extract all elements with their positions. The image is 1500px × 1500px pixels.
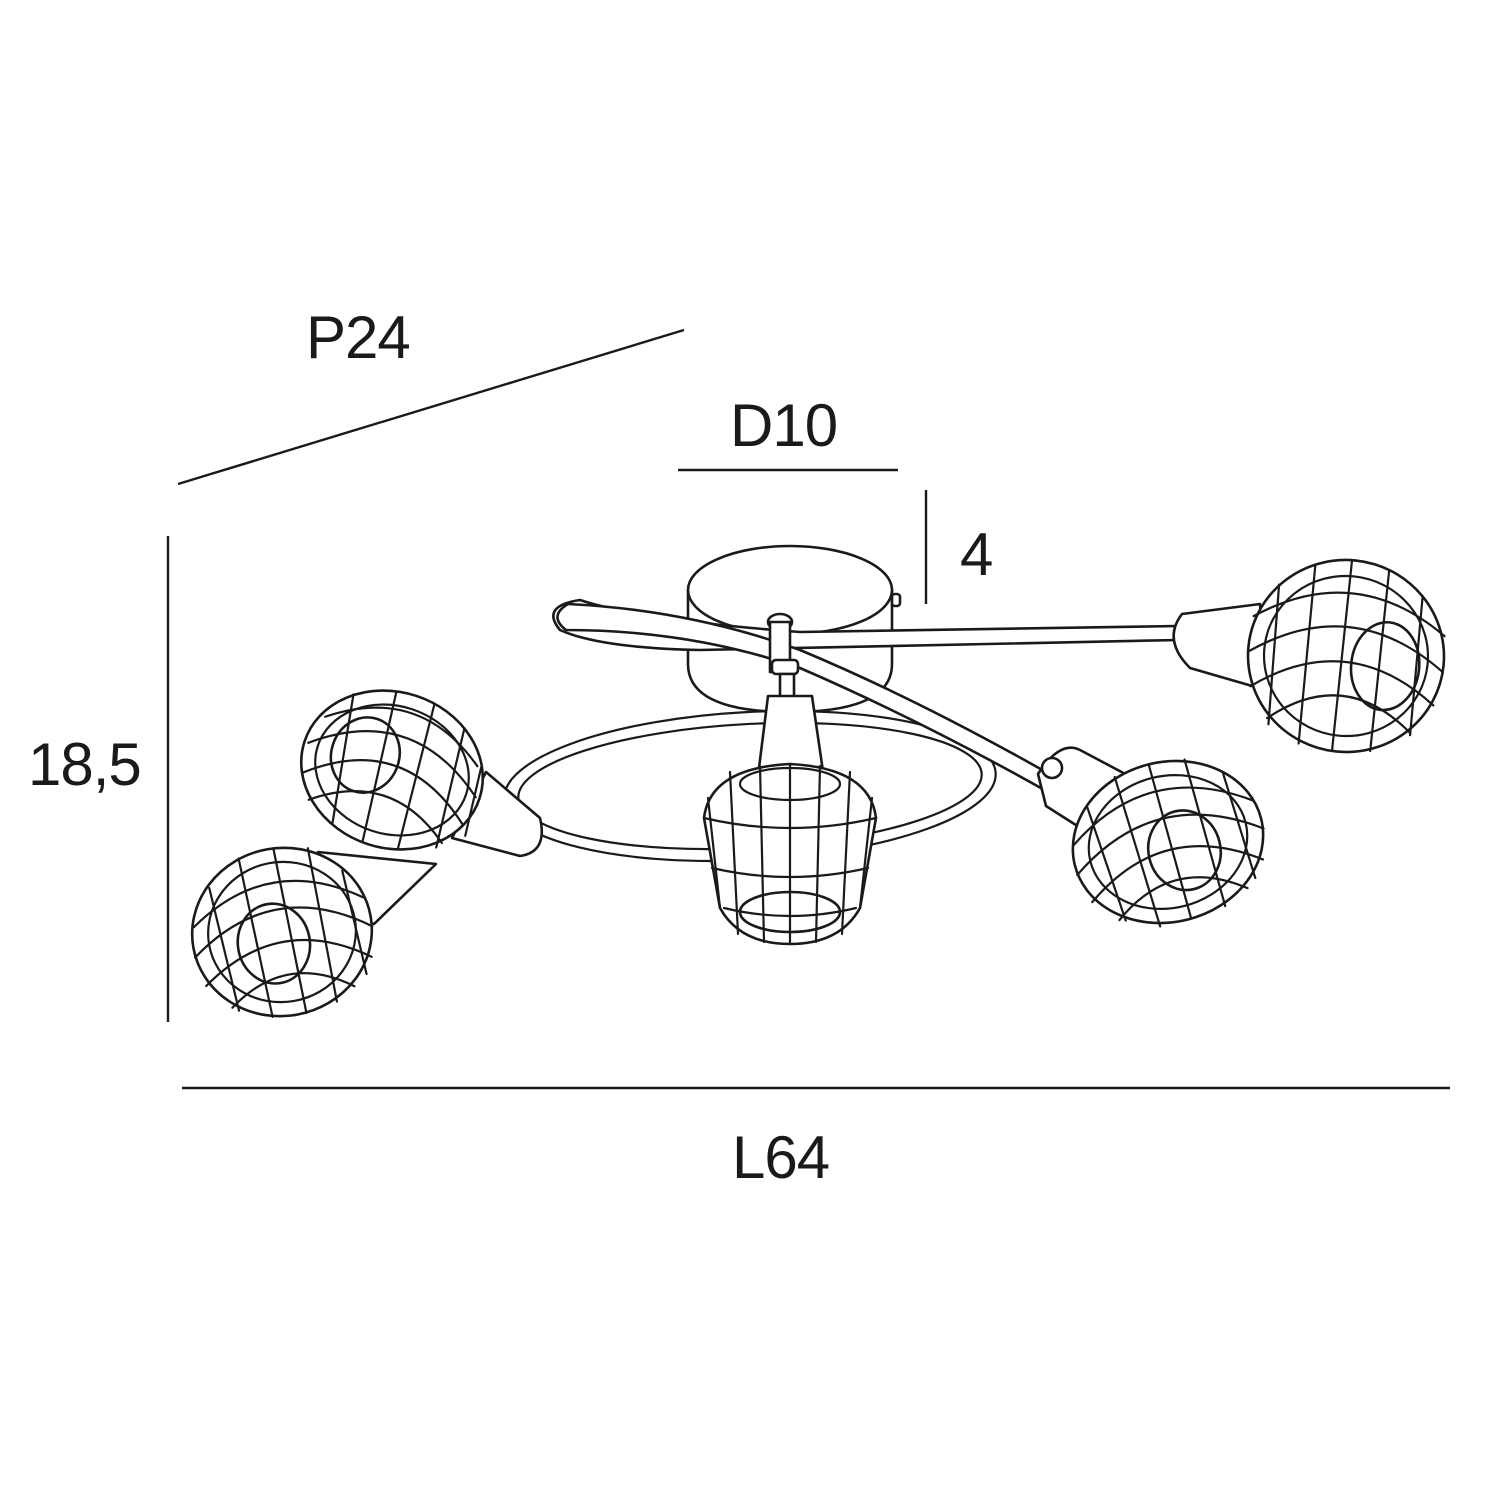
cage-shade-left-lower	[190, 846, 374, 1019]
dimension-lines	[166, 328, 1450, 1090]
cage-shade-right-upper	[1246, 558, 1446, 754]
cage-shade-left-upper	[299, 689, 485, 851]
depth-dimension-line	[177, 328, 685, 486]
length-label: L64	[732, 1124, 829, 1191]
socket-left-upper	[450, 770, 544, 858]
lamp-illustration	[190, 544, 1446, 1019]
center-stem	[766, 612, 800, 706]
canopy-height-label: 4	[960, 521, 992, 588]
height-label: 18,5	[28, 731, 141, 798]
joint-right-middle	[1040, 756, 1064, 780]
cage-shade-center	[702, 762, 878, 946]
dimension-labels: P24 D10 4 18,5 L64	[28, 304, 993, 1191]
depth-label: P24	[306, 304, 410, 371]
socket-right-upper	[1172, 602, 1268, 692]
upper-loop-arm	[552, 598, 1180, 794]
diameter-label: D10	[730, 392, 837, 459]
cage-shade-right-middle	[1071, 758, 1265, 928]
